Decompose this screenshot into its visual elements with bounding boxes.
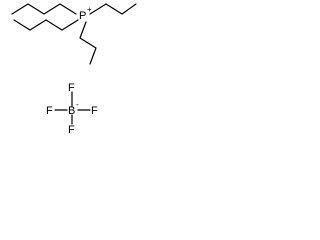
fluorine-atom-label-right: F — [91, 105, 98, 117]
butyl-chain-upper-left — [11, 3, 77, 15]
butyl-chain-upper-right — [89, 3, 137, 15]
fluorine-atom-label-left: F — [46, 105, 53, 117]
borate-charge: - — [76, 100, 79, 109]
tetrafluoroborate-anion: B - F F F F — [46, 82, 98, 134]
fluorine-atom-label-top: F — [68, 82, 75, 94]
fluorine-atom-label-bottom: F — [68, 124, 75, 134]
phosphonium-charge: + — [87, 5, 92, 14]
tetrabutylphosphonium-cation: P + — [11, 3, 137, 65]
butyl-chain-lower-right — [79, 21, 97, 65]
butyl-chain-lower-left — [13, 19, 79, 31]
boron-atom-label: B — [68, 105, 75, 117]
phosphorus-atom-label: P — [79, 10, 86, 22]
chemical-structure: P + B - F F F F — [11, 3, 137, 134]
